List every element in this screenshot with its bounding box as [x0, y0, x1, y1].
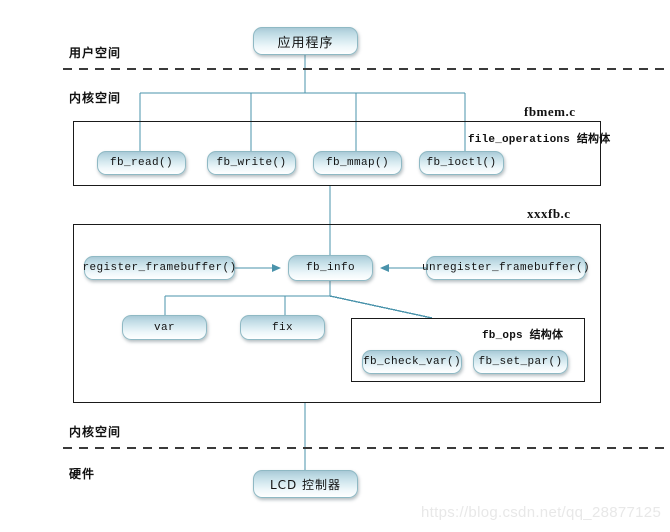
- node-unregister-framebuffer[interactable]: unregister_framebuffer(): [422, 256, 590, 280]
- node-var[interactable]: var: [122, 315, 207, 340]
- file-label-fbmem: fbmem.c: [524, 104, 576, 119]
- struct-label-file-operations: file_operations 结构体: [468, 134, 611, 146]
- watermark-text: https://blog.csdn.net/qq_28877125: [421, 504, 662, 521]
- struct-label-fb-ops: fb_ops 结构体: [482, 330, 564, 342]
- node-fb-mmap[interactable]: fb_mmap(): [313, 151, 402, 175]
- node-lcd-controller[interactable]: LCD 控制器: [253, 470, 358, 498]
- fb-ops-struct-box: [351, 318, 585, 382]
- node-fb-write[interactable]: fb_write(): [207, 151, 296, 175]
- zone-label-kernel-space-top: 内核空间: [69, 91, 122, 105]
- node-fb-info[interactable]: fb_info: [288, 255, 373, 281]
- file-label-xxxfb: xxxfb.c: [527, 206, 571, 221]
- node-application[interactable]: 应用程序: [253, 27, 358, 55]
- node-fb-set-par[interactable]: fb_set_par(): [473, 350, 568, 374]
- node-fb-ioctl[interactable]: fb_ioctl(): [419, 151, 504, 175]
- node-fix[interactable]: fix: [240, 315, 325, 340]
- fbmem-file-box: [73, 121, 601, 186]
- xxxfb-file-box: [73, 224, 601, 403]
- node-register-framebuffer[interactable]: register_framebuffer(): [82, 256, 236, 280]
- zone-label-kernel-space-bottom: 内核空间: [69, 425, 122, 439]
- zone-label-hardware: 硬件: [69, 467, 96, 481]
- zone-label-user-space: 用户空间: [69, 46, 122, 60]
- node-fb-check-var[interactable]: fb_check_var(): [362, 350, 462, 374]
- node-fb-read[interactable]: fb_read(): [97, 151, 186, 175]
